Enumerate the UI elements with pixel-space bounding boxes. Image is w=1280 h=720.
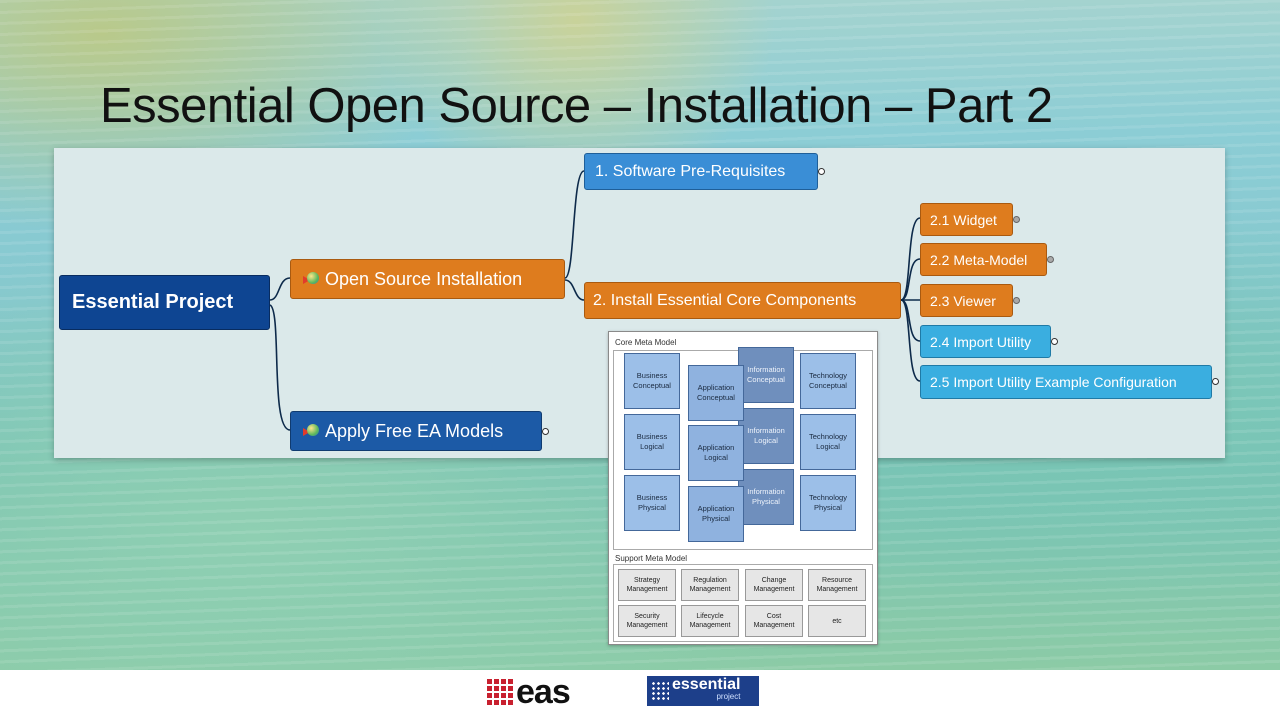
node-open-source-installation[interactable]: Open Source Installation — [290, 259, 565, 299]
node-software-prerequisites[interactable]: 1. Software Pre-Requisites — [584, 153, 818, 190]
eas-logo: eas — [487, 673, 571, 711]
node-label: 2.2 Meta-Model — [930, 251, 1028, 268]
collapse-dot[interactable] — [1013, 297, 1020, 304]
collapse-dot[interactable] — [1212, 378, 1219, 385]
etc-box: etc — [808, 605, 866, 637]
collapse-dot[interactable] — [1047, 256, 1054, 263]
node-widget[interactable]: 2.1 Widget — [920, 203, 1013, 236]
map-link-icon — [303, 424, 319, 438]
node-import-utility[interactable]: 2.4 Import Utility — [920, 325, 1051, 358]
information-conceptual-box: Information Conceptual — [738, 347, 794, 403]
collapse-dot[interactable] — [1051, 338, 1058, 345]
business-conceptual-box: Business Conceptual — [624, 353, 680, 409]
business-logical-box: Business Logical — [624, 414, 680, 470]
core-meta-model-frame: Business Conceptual Business Logical Bus… — [613, 347, 873, 550]
application-logical-box: Application Logical — [688, 425, 744, 481]
application-conceptual-box: Application Conceptual — [688, 365, 744, 421]
node-label: Open Source Installation — [325, 268, 523, 289]
node-label: 2. Install Essential Core Components — [593, 291, 857, 309]
lifecycle-management-box: Lifecycle Management — [681, 605, 739, 637]
collapse-dot[interactable] — [542, 428, 549, 435]
node-label: 2.3 Viewer — [930, 292, 996, 309]
technology-conceptual-box: Technology Conceptual — [800, 353, 856, 409]
support-meta-model-frame: Strategy Management Regulation Managemen… — [613, 564, 873, 642]
essential-logo-sub: project — [716, 692, 741, 701]
information-physical-box: Information Physical — [738, 469, 794, 525]
node-apply-free-ea-models[interactable]: Apply Free EA Models — [290, 411, 542, 451]
security-management-box: Security Management — [618, 605, 676, 637]
node-viewer[interactable]: 2.3 Viewer — [920, 284, 1013, 317]
node-label: 1. Software Pre-Requisites — [595, 162, 786, 180]
node-install-core-components[interactable]: 2. Install Essential Core Components — [584, 282, 901, 319]
strategy-management-box: Strategy Management — [618, 569, 676, 601]
regulation-management-box: Regulation Management — [681, 569, 739, 601]
node-label: 2.5 Import Utility Example Configuration — [930, 374, 1177, 390]
map-link-icon — [303, 272, 319, 286]
node-meta-model[interactable]: 2.2 Meta-Model — [920, 243, 1047, 276]
change-management-box: Change Management — [745, 569, 803, 601]
application-physical-box: Application Physical — [688, 486, 744, 542]
node-label: Apply Free EA Models — [325, 420, 504, 441]
information-logical-box: Information Logical — [738, 408, 794, 464]
eas-logo-mark-icon — [487, 679, 513, 705]
resource-management-box: Resource Management — [808, 569, 866, 601]
essential-project-logo: essential project — [647, 676, 759, 706]
root-node-essential-project[interactable]: Essential Project — [59, 275, 270, 330]
slide-footer — [0, 670, 1280, 720]
node-import-utility-example[interactable]: 2.5 Import Utility Example Configuration — [920, 365, 1212, 399]
collapse-dot[interactable] — [818, 168, 825, 175]
essential-logo-word: essential — [672, 676, 741, 693]
technology-physical-box: Technology Physical — [800, 475, 856, 531]
technology-logical-box: Technology Logical — [800, 414, 856, 470]
collapse-dot[interactable] — [1013, 216, 1020, 223]
node-label: 2.1 Widget — [930, 211, 997, 228]
eas-logo-text: eas — [516, 673, 571, 711]
meta-model-image: Core Meta Model Business Conceptual Busi… — [608, 331, 878, 645]
node-label: 2.4 Import Utility — [930, 333, 1032, 350]
slide-title: Essential Open Source – Installation – P… — [100, 79, 1053, 133]
cost-management-box: Cost Management — [745, 605, 803, 637]
support-meta-model-title: Support Meta Model — [615, 554, 688, 563]
essential-logo-mark-icon — [651, 681, 669, 701]
core-meta-model-title: Core Meta Model — [615, 338, 677, 347]
business-physical-box: Business Physical — [624, 475, 680, 531]
root-node-label: Essential Project — [72, 291, 234, 313]
